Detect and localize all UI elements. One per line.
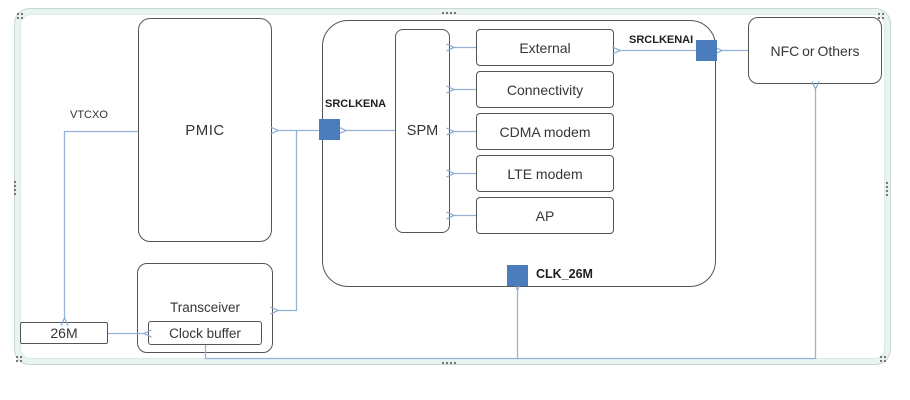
ap-label: AP bbox=[535, 207, 555, 224]
srclkena-signal-label: SRCLKENA bbox=[325, 98, 387, 110]
clock-buffer-label: Clock buffer bbox=[169, 325, 241, 341]
pmic-block: PMIC bbox=[138, 18, 272, 242]
external-label: External bbox=[519, 39, 571, 56]
lte-modem-block: LTE modem bbox=[476, 155, 614, 192]
ap-block: AP bbox=[476, 197, 614, 234]
external-block: External bbox=[476, 29, 614, 66]
clk26m-signal-label: CLK_26M bbox=[536, 267, 593, 281]
resize-handle-bottom-left[interactable] bbox=[15, 355, 23, 363]
resize-handle-left-middle[interactable] bbox=[13, 180, 17, 196]
resize-handle-top-right[interactable] bbox=[877, 12, 885, 20]
cdma-modem-block: CDMA modem bbox=[476, 113, 614, 150]
srclkenai-signal-label: SRCLKENAI bbox=[629, 34, 694, 46]
nfc-label: NFC or Others bbox=[770, 42, 860, 59]
connectivity-label: Connectivity bbox=[506, 81, 584, 98]
resize-handle-bottom-right[interactable] bbox=[879, 355, 887, 363]
spm-label: SPM bbox=[406, 123, 439, 139]
pmic-label: PMIC bbox=[185, 121, 225, 139]
resize-handle-bottom-middle[interactable] bbox=[441, 361, 457, 365]
srclkena-pad-square bbox=[319, 119, 340, 140]
resize-handle-top-middle[interactable] bbox=[441, 11, 457, 15]
cdma-modem-label: CDMA modem bbox=[499, 123, 591, 140]
clk26m-pad-square bbox=[507, 265, 528, 286]
26m-label: 26M bbox=[50, 325, 78, 341]
nfc-block: NFC or Others bbox=[748, 17, 882, 84]
resize-handle-right-middle[interactable] bbox=[885, 181, 889, 197]
26m-oscillator-block: 26M bbox=[20, 322, 108, 344]
connectivity-block: Connectivity bbox=[476, 71, 614, 108]
clock-buffer-block: Clock buffer bbox=[148, 321, 262, 345]
lte-modem-label: LTE modem bbox=[507, 165, 583, 182]
transceiver-label: Transceiver bbox=[169, 300, 241, 315]
spm-block: SPM bbox=[395, 29, 450, 233]
vtcxo-signal-label: VTCXO bbox=[70, 109, 108, 121]
resize-handle-top-left[interactable] bbox=[16, 12, 24, 20]
srclkenai-pad-square bbox=[696, 40, 717, 61]
